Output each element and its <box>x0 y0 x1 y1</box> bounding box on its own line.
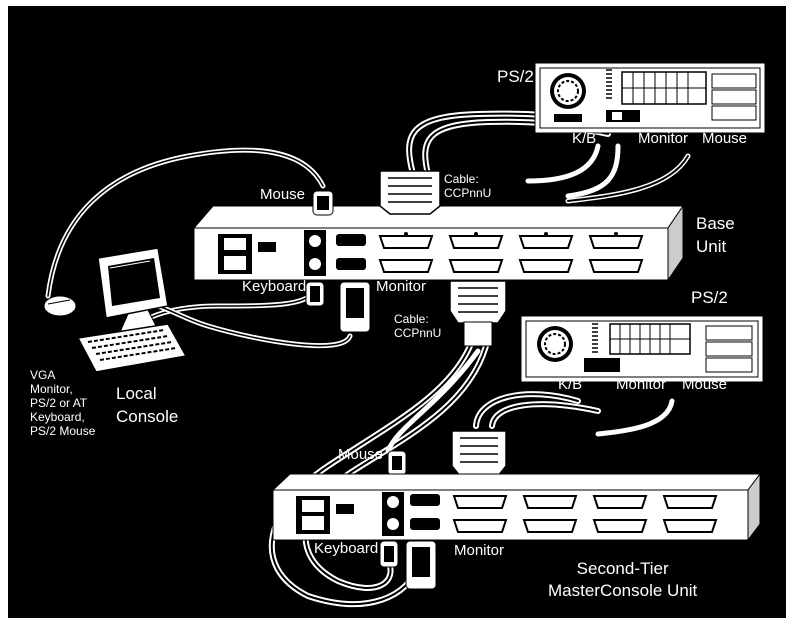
local-console-label: Local Console <box>116 384 179 426</box>
mouse-second-label: Mouse <box>338 446 384 463</box>
ps2-computer-top <box>534 62 766 134</box>
ps2-bottom-label: PS/2 <box>691 288 728 307</box>
keyboard-second-label: Keyboard <box>314 540 379 557</box>
slot-vents <box>606 69 612 99</box>
mouse-console-label: Mouse <box>260 186 306 203</box>
cable-mid-label: Cable: CCPnnU <box>394 312 442 340</box>
cable-local-monitor <box>155 303 353 349</box>
monitor-base-label: Monitor <box>376 278 427 295</box>
port-bank-second <box>452 495 718 533</box>
ps2-top-label: PS/2 <box>497 67 534 86</box>
local-mouse-icon <box>43 295 77 317</box>
cable-local-mouse <box>45 147 326 299</box>
kb-top-label: K/B <box>572 130 597 147</box>
power-switch-icon <box>218 234 252 274</box>
monitor-top-label: Monitor <box>638 130 689 147</box>
local-monitor-icon <box>97 247 169 333</box>
cable-top-label: Cable: CCPnnU <box>444 172 492 200</box>
monitor-plug-base <box>339 281 371 333</box>
second-tier-label: Second-Tier MasterConsole Unit <box>548 559 698 600</box>
port-bank-base <box>378 235 644 273</box>
db25-connector-bottom <box>451 430 507 477</box>
fan-icon <box>550 73 586 109</box>
keyboard-plug-base <box>305 281 325 307</box>
kb-bottom-label: K/B <box>558 376 583 393</box>
base-unit-label: Base Unit <box>696 214 735 256</box>
monitor-plug-second <box>405 540 437 590</box>
second-tier-switch <box>271 472 761 542</box>
cable-bottom-pc-to-second-tier <box>473 391 675 437</box>
db25-connector-mid <box>449 280 507 347</box>
mouse-bottom-label: Mouse <box>682 376 728 393</box>
base-unit-switch <box>192 204 684 282</box>
fan-icon <box>537 326 573 362</box>
mouse-plug-base <box>312 190 334 216</box>
keyboard-plug-second <box>379 540 399 568</box>
monitor-bottom-label: Monitor <box>616 376 667 393</box>
mouse-top-label: Mouse <box>702 130 748 147</box>
monitor-second-label: Monitor <box>454 542 505 559</box>
mouse-plug-second <box>387 450 407 476</box>
diagram-canvas: PS/2 K/B Monitor Mouse Cable: CCPnnU Mou… <box>8 6 786 618</box>
ps2-computer-bottom <box>520 315 764 383</box>
db25-connector-top <box>379 170 441 215</box>
local-keyboard-icon <box>76 323 188 373</box>
keyboard-base-label: Keyboard <box>242 278 307 295</box>
console-devices-label: VGA Monitor, PS/2 or AT Keyboard, PS/2 M… <box>30 368 96 438</box>
kvm-connection-diagram <box>43 62 766 607</box>
